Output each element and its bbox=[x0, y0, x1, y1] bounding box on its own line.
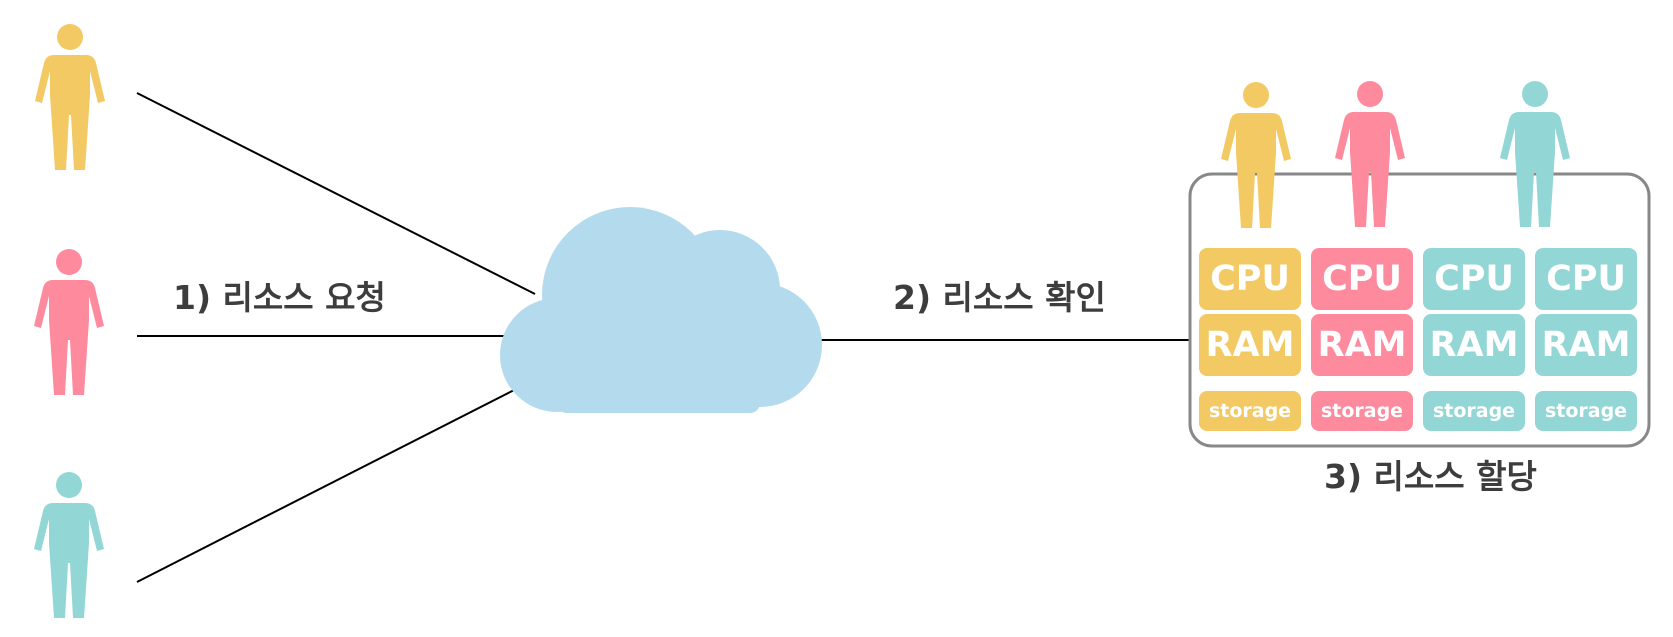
person-icon-yellow-assigned bbox=[1221, 82, 1291, 228]
request-line-top bbox=[136, 92, 536, 295]
cpu-cell: CPU bbox=[1535, 248, 1637, 310]
storage-cell: storage bbox=[1199, 391, 1301, 431]
request-line-bottom bbox=[136, 386, 521, 583]
ram-cell: RAM bbox=[1535, 314, 1637, 376]
cloud-icon bbox=[500, 207, 822, 413]
step3-label: 3) 리소스 할당 bbox=[1324, 457, 1537, 496]
ram-cell: RAM bbox=[1311, 314, 1413, 376]
cpu-cell: CPU bbox=[1311, 248, 1413, 310]
cpu-cell: CPU bbox=[1423, 248, 1525, 310]
person-icon-yellow bbox=[35, 24, 105, 170]
storage-cell: storage bbox=[1423, 391, 1525, 431]
ram-cell: RAM bbox=[1423, 314, 1525, 376]
storage-cell: storage bbox=[1311, 391, 1413, 431]
resource-pool-box bbox=[1188, 172, 1651, 448]
storage-cell: storage bbox=[1535, 391, 1637, 431]
person-icon-teal-assigned bbox=[1500, 81, 1570, 227]
person-icon-teal bbox=[34, 472, 104, 618]
cpu-cell: CPU bbox=[1199, 248, 1301, 310]
step2-label: 2) 리소스 확인 bbox=[893, 278, 1106, 317]
person-icon-pink-assigned bbox=[1335, 81, 1405, 227]
person-icon-pink bbox=[34, 249, 104, 395]
step1-label: 1) 리소스 요청 bbox=[173, 278, 386, 317]
ram-cell: RAM bbox=[1199, 314, 1301, 376]
